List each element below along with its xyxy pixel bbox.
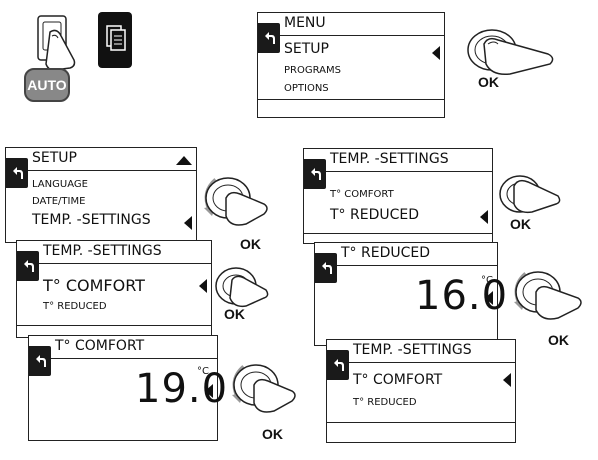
temp-settings-header (304, 149, 492, 172)
selection-arrow (184, 216, 192, 230)
temp-settings-screen-3: TEMP. -SETTINGS T° COMFORT T° REDUCED (326, 339, 516, 443)
ok-label: OK (510, 216, 531, 232)
menu-screen: MENU SETUP PROGRAMS OPTIONS (257, 12, 445, 118)
footer-line (17, 325, 211, 326)
selection-arrow (480, 210, 488, 224)
comfort-title: T° COMFORT (55, 338, 145, 354)
pages-icon (106, 25, 126, 51)
scroll-up-icon[interactable] (176, 156, 192, 165)
menu-header (258, 13, 444, 36)
reduced-title: T° REDUCED (341, 245, 431, 261)
item-comfort[interactable]: T° COMFORT (353, 372, 443, 388)
menu-footer (258, 99, 444, 100)
menu-item-setup[interactable]: SETUP (284, 41, 329, 57)
auto-button[interactable]: AUTO (24, 68, 70, 102)
ok-label: OK (262, 426, 283, 442)
menu-item-programs[interactable]: PROGRAMS (284, 65, 341, 76)
selection-arrow (485, 291, 493, 305)
reduced-header (315, 243, 497, 266)
back-icon[interactable] (315, 253, 337, 283)
comfort-value: 19.0 (135, 366, 229, 412)
comfort-screen: T° COMFORT 19.0 °C (28, 335, 227, 441)
menu-button-icon[interactable] (98, 12, 132, 68)
reduced-unit: °C (481, 275, 493, 286)
item-comfort[interactable]: T° COMFORT (43, 276, 145, 295)
comfort-unit: °C (197, 366, 209, 377)
setup-item-language[interactable]: LANGUAGE (32, 179, 88, 190)
ok-press-icon[interactable] (212, 262, 272, 310)
temp-settings-header (327, 340, 515, 363)
setup-item-temp-settings[interactable]: TEMP. -SETTINGS (32, 212, 151, 228)
temp-settings-title: TEMP. -SETTINGS (330, 151, 449, 167)
item-reduced[interactable]: T° REDUCED (43, 301, 107, 312)
selection-arrow (199, 279, 207, 293)
selection-arrow (205, 384, 213, 398)
rotate-ok-icon[interactable] (226, 355, 298, 431)
item-reduced[interactable]: T° REDUCED (330, 207, 420, 223)
ok-label: OK (240, 236, 261, 252)
ok-label: OK (478, 74, 499, 90)
back-icon[interactable] (17, 251, 39, 281)
ok-press-icon[interactable] (462, 22, 562, 78)
setup-title: SETUP (32, 150, 77, 166)
setup-header (6, 148, 196, 171)
back-icon[interactable] (304, 159, 326, 189)
temp-settings-header (17, 241, 211, 264)
reduced-screen: T° REDUCED 16.0 °C (314, 242, 507, 346)
selection-arrow (503, 373, 511, 387)
footer-line (327, 422, 515, 423)
back-icon[interactable] (258, 23, 280, 53)
footer-line (304, 233, 492, 234)
comfort-header (29, 336, 217, 359)
finger-press-icon (37, 15, 76, 70)
back-icon[interactable] (6, 158, 28, 188)
menu-title: MENU (284, 15, 326, 31)
selection-arrow (432, 46, 440, 60)
ok-press-icon[interactable] (496, 168, 566, 218)
back-icon[interactable] (327, 350, 349, 380)
item-comfort[interactable]: T° COMFORT (330, 189, 394, 200)
reduced-value: 16.0 (415, 273, 509, 319)
temp-settings-screen-1: TEMP. -SETTINGS T° COMFORT T° REDUCED (16, 240, 212, 338)
item-reduced[interactable]: T° REDUCED (353, 397, 417, 408)
ok-label: OK (224, 306, 245, 322)
setup-item-datetime[interactable]: DATE/TIME (32, 196, 86, 207)
setup-screen: SETUP LANGUAGE DATE/TIME TEMP. -SETTINGS (5, 147, 197, 243)
temp-settings-title: TEMP. -SETTINGS (353, 342, 472, 358)
ok-label: OK (548, 332, 569, 348)
temp-settings-screen-2: TEMP. -SETTINGS T° COMFORT T° REDUCED (303, 148, 493, 244)
back-icon[interactable] (29, 346, 51, 376)
rotate-ok-icon[interactable] (510, 262, 590, 338)
temp-settings-title: TEMP. -SETTINGS (43, 243, 162, 259)
menu-item-options[interactable]: OPTIONS (284, 83, 329, 94)
rotate-ok-icon[interactable] (198, 168, 270, 244)
